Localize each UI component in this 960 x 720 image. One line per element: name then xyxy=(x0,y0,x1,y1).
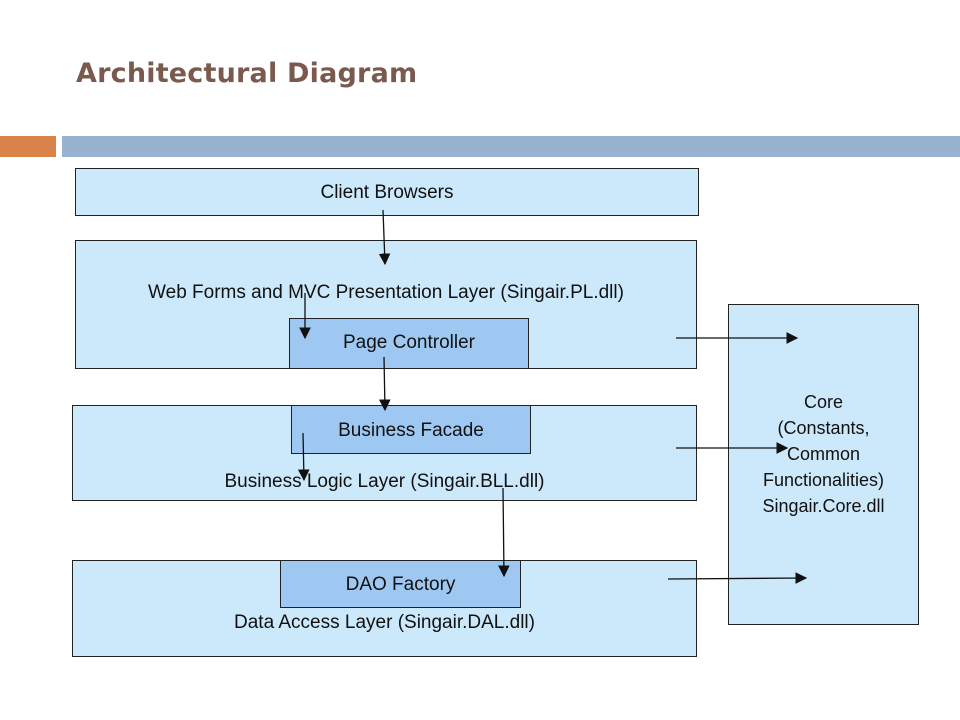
dao-factory-label: DAO Factory xyxy=(345,574,456,595)
core-line-4: Functionalities) xyxy=(762,470,885,490)
business-logic-layer-label: Business Logic Layer (Singair.BLL.dll) xyxy=(224,471,545,492)
business-facade-label: Business Facade xyxy=(338,420,484,441)
client-browsers-label: Client Browsers xyxy=(320,182,454,203)
presentation-layer-label: Web Forms and MVC Presentation Layer (Si… xyxy=(148,282,624,303)
core-line-3: Common xyxy=(786,444,861,464)
business-facade-box: Business Facade xyxy=(291,405,531,454)
dao-factory-box: DAO Factory xyxy=(280,560,521,608)
slide-title: Architectural Diagram xyxy=(76,58,418,89)
core-text: Core (Constants, Common Functionalities)… xyxy=(729,389,918,519)
data-access-layer-label: Data Access Layer (Singair.DAL.dll) xyxy=(234,612,535,633)
accent-bar xyxy=(0,136,56,157)
client-browsers-box: Client Browsers xyxy=(75,168,699,216)
core-box: Core (Constants, Common Functionalities)… xyxy=(728,304,919,625)
page-controller-label: Page Controller xyxy=(342,332,476,353)
core-line-2: (Constants, xyxy=(777,418,870,438)
title-underline-bar xyxy=(62,136,960,157)
core-line-1: Core xyxy=(803,392,843,412)
core-line-5: Singair.Core.dll xyxy=(762,496,885,516)
page-controller-box: Page Controller xyxy=(289,318,529,369)
